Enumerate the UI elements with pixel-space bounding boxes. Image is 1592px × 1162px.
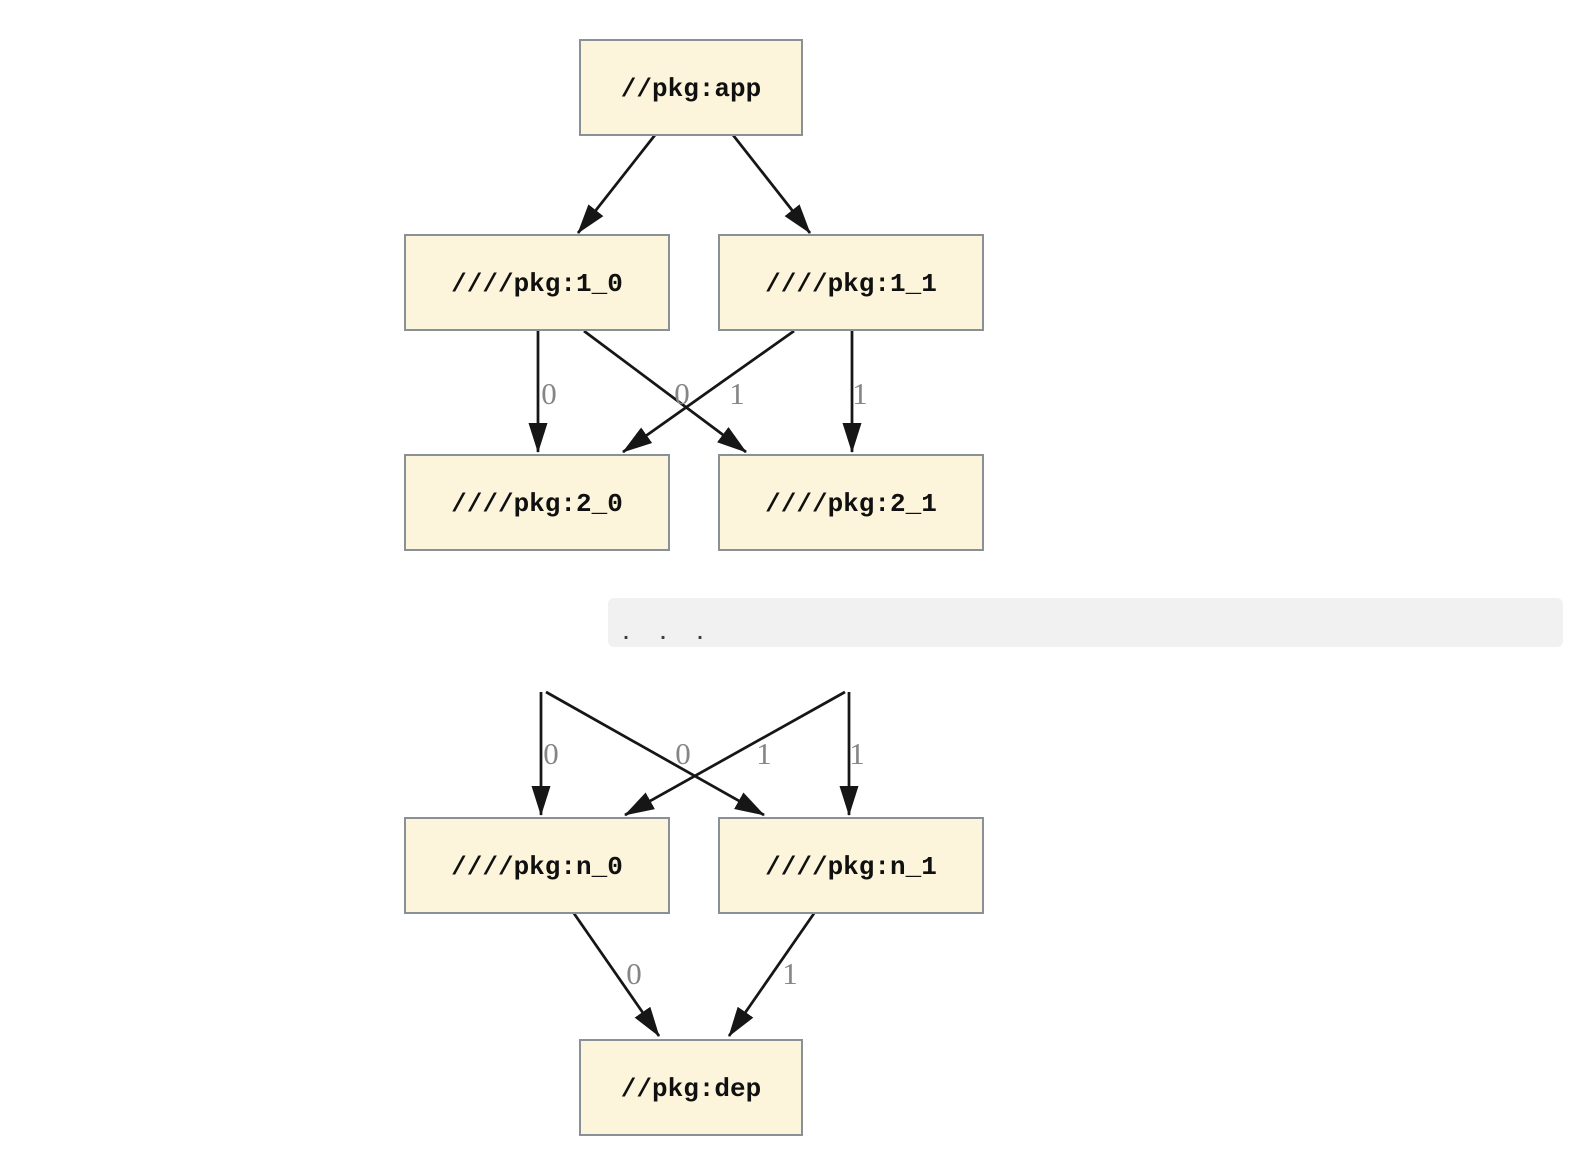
node-label: ////pkg:n_1 xyxy=(765,852,937,882)
node-pkg-1-0: ////pkg:1_0 xyxy=(404,234,670,331)
node-label: ////pkg:1_0 xyxy=(451,269,623,299)
node-pkg-1-1: ////pkg:1_1 xyxy=(718,234,984,331)
edge-label: 0 xyxy=(675,736,691,771)
edge-pkg-n-1-to-dep xyxy=(727,911,817,1037)
edge-label: 1 xyxy=(849,736,865,771)
node-box xyxy=(404,234,670,331)
edge-label: 1 xyxy=(852,376,868,411)
node-pkg-n-1: ////pkg:n_1 xyxy=(718,817,984,914)
edge-label: 1 xyxy=(756,736,772,771)
node-box xyxy=(718,234,984,331)
node-label: //pkg:app xyxy=(621,74,761,104)
edge-pkg-n-0-to-dep xyxy=(571,911,661,1037)
node-label: ////pkg:2_0 xyxy=(451,489,623,519)
edge-label: 0 xyxy=(543,736,559,771)
ellipsis-bar-background xyxy=(608,598,1563,647)
node-pkg-2-0: ////pkg:2_0 xyxy=(404,454,670,551)
edge-pkg-1-0-to-pkg-2-1 xyxy=(583,329,747,454)
edge-label: 1 xyxy=(729,376,745,411)
edge-label: 0 xyxy=(541,376,557,411)
node-box xyxy=(718,454,984,551)
node-label: //pkg:dep xyxy=(621,1074,761,1104)
node-pkg-n-0: ////pkg:n_0 xyxy=(404,817,670,914)
node-box xyxy=(404,454,670,551)
node-pkg-dep: //pkg:dep xyxy=(579,1039,803,1136)
edge-app-to-pkg-1-0 xyxy=(576,134,657,234)
node-box xyxy=(579,39,803,136)
edge-pkg-1-1-to-pkg-2-0 xyxy=(622,329,795,454)
node-pkg-2-1: ////pkg:2_1 xyxy=(718,454,984,551)
node-box xyxy=(579,1039,803,1136)
edge-label: 1 xyxy=(782,956,798,991)
node-label: ////pkg:n_0 xyxy=(451,852,623,882)
edge-prev-to-pkg-n-0-cross xyxy=(624,690,846,817)
edge-label: 0 xyxy=(674,376,690,411)
edge-app-to-pkg-1-1 xyxy=(731,134,812,234)
node-box xyxy=(404,817,670,914)
edge-prev-to-pkg-n-1-cross xyxy=(545,690,765,817)
ellipsis-bar: . . . xyxy=(608,598,1563,647)
edge-label: 0 xyxy=(626,956,642,991)
node-label: ////pkg:1_1 xyxy=(765,269,937,299)
node-box xyxy=(718,817,984,914)
ellipsis-text: . . . xyxy=(620,623,713,646)
node-label: ////pkg:2_1 xyxy=(765,489,937,519)
node-pkg-app: //pkg:app xyxy=(579,39,803,136)
